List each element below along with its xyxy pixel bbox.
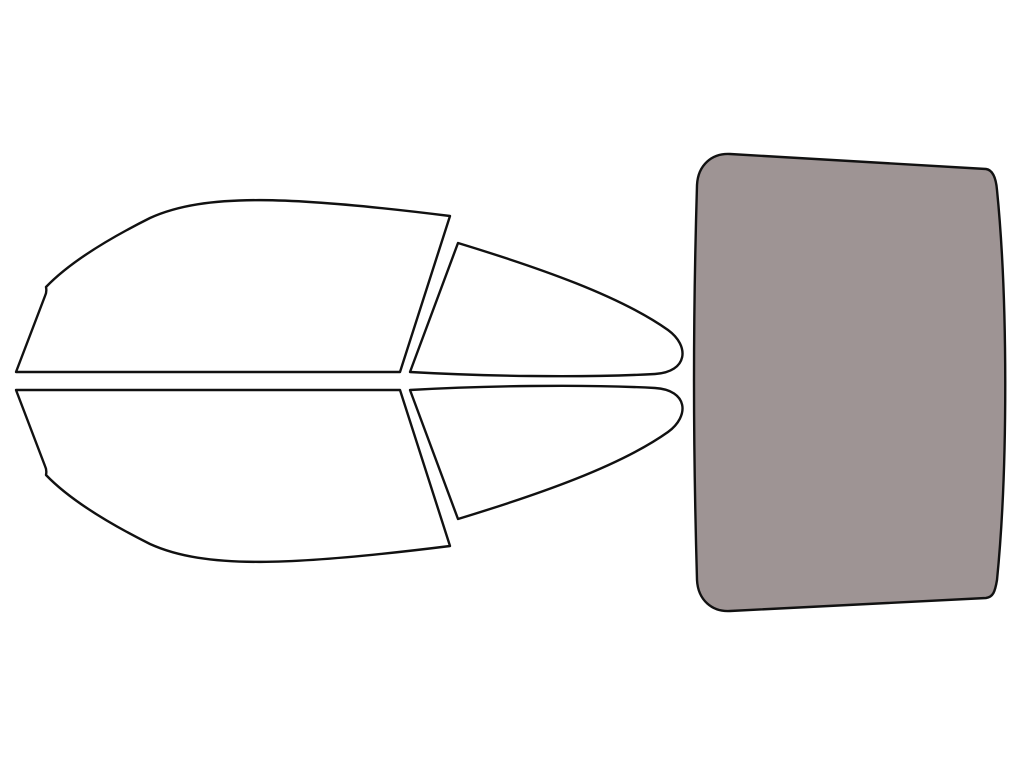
front-door-window-bottom[interactable] — [14, 388, 452, 564]
rear-door-window-bottom[interactable] — [408, 384, 684, 521]
rear-door-window-top[interactable] — [408, 241, 684, 378]
front-door-window-top[interactable] — [14, 198, 452, 374]
rear-windshield[interactable] — [692, 152, 1007, 613]
